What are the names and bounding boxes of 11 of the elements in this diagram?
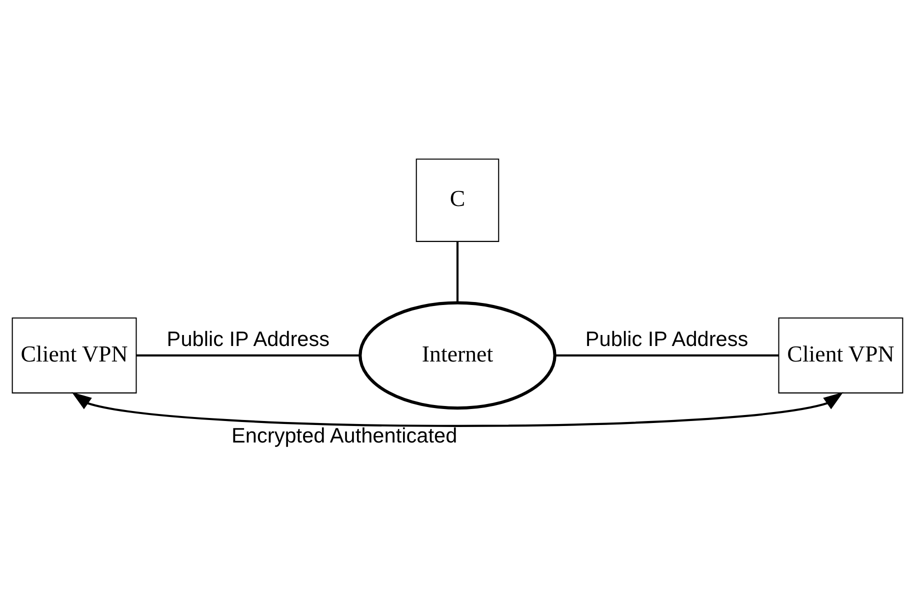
connector <box>456 241 459 302</box>
connector <box>555 354 779 356</box>
edge-label: Public IP Address <box>585 328 748 351</box>
node-box: C <box>416 158 500 242</box>
node-box: Client VPN <box>12 316 137 393</box>
node-ellipse: Internet <box>358 300 556 410</box>
edge-label: Encrypted Authenticated <box>232 424 458 448</box>
arrow <box>72 392 844 426</box>
node-box: Client VPN <box>778 316 904 393</box>
connector <box>136 354 360 356</box>
edge-label: Public IP Address <box>166 328 330 351</box>
